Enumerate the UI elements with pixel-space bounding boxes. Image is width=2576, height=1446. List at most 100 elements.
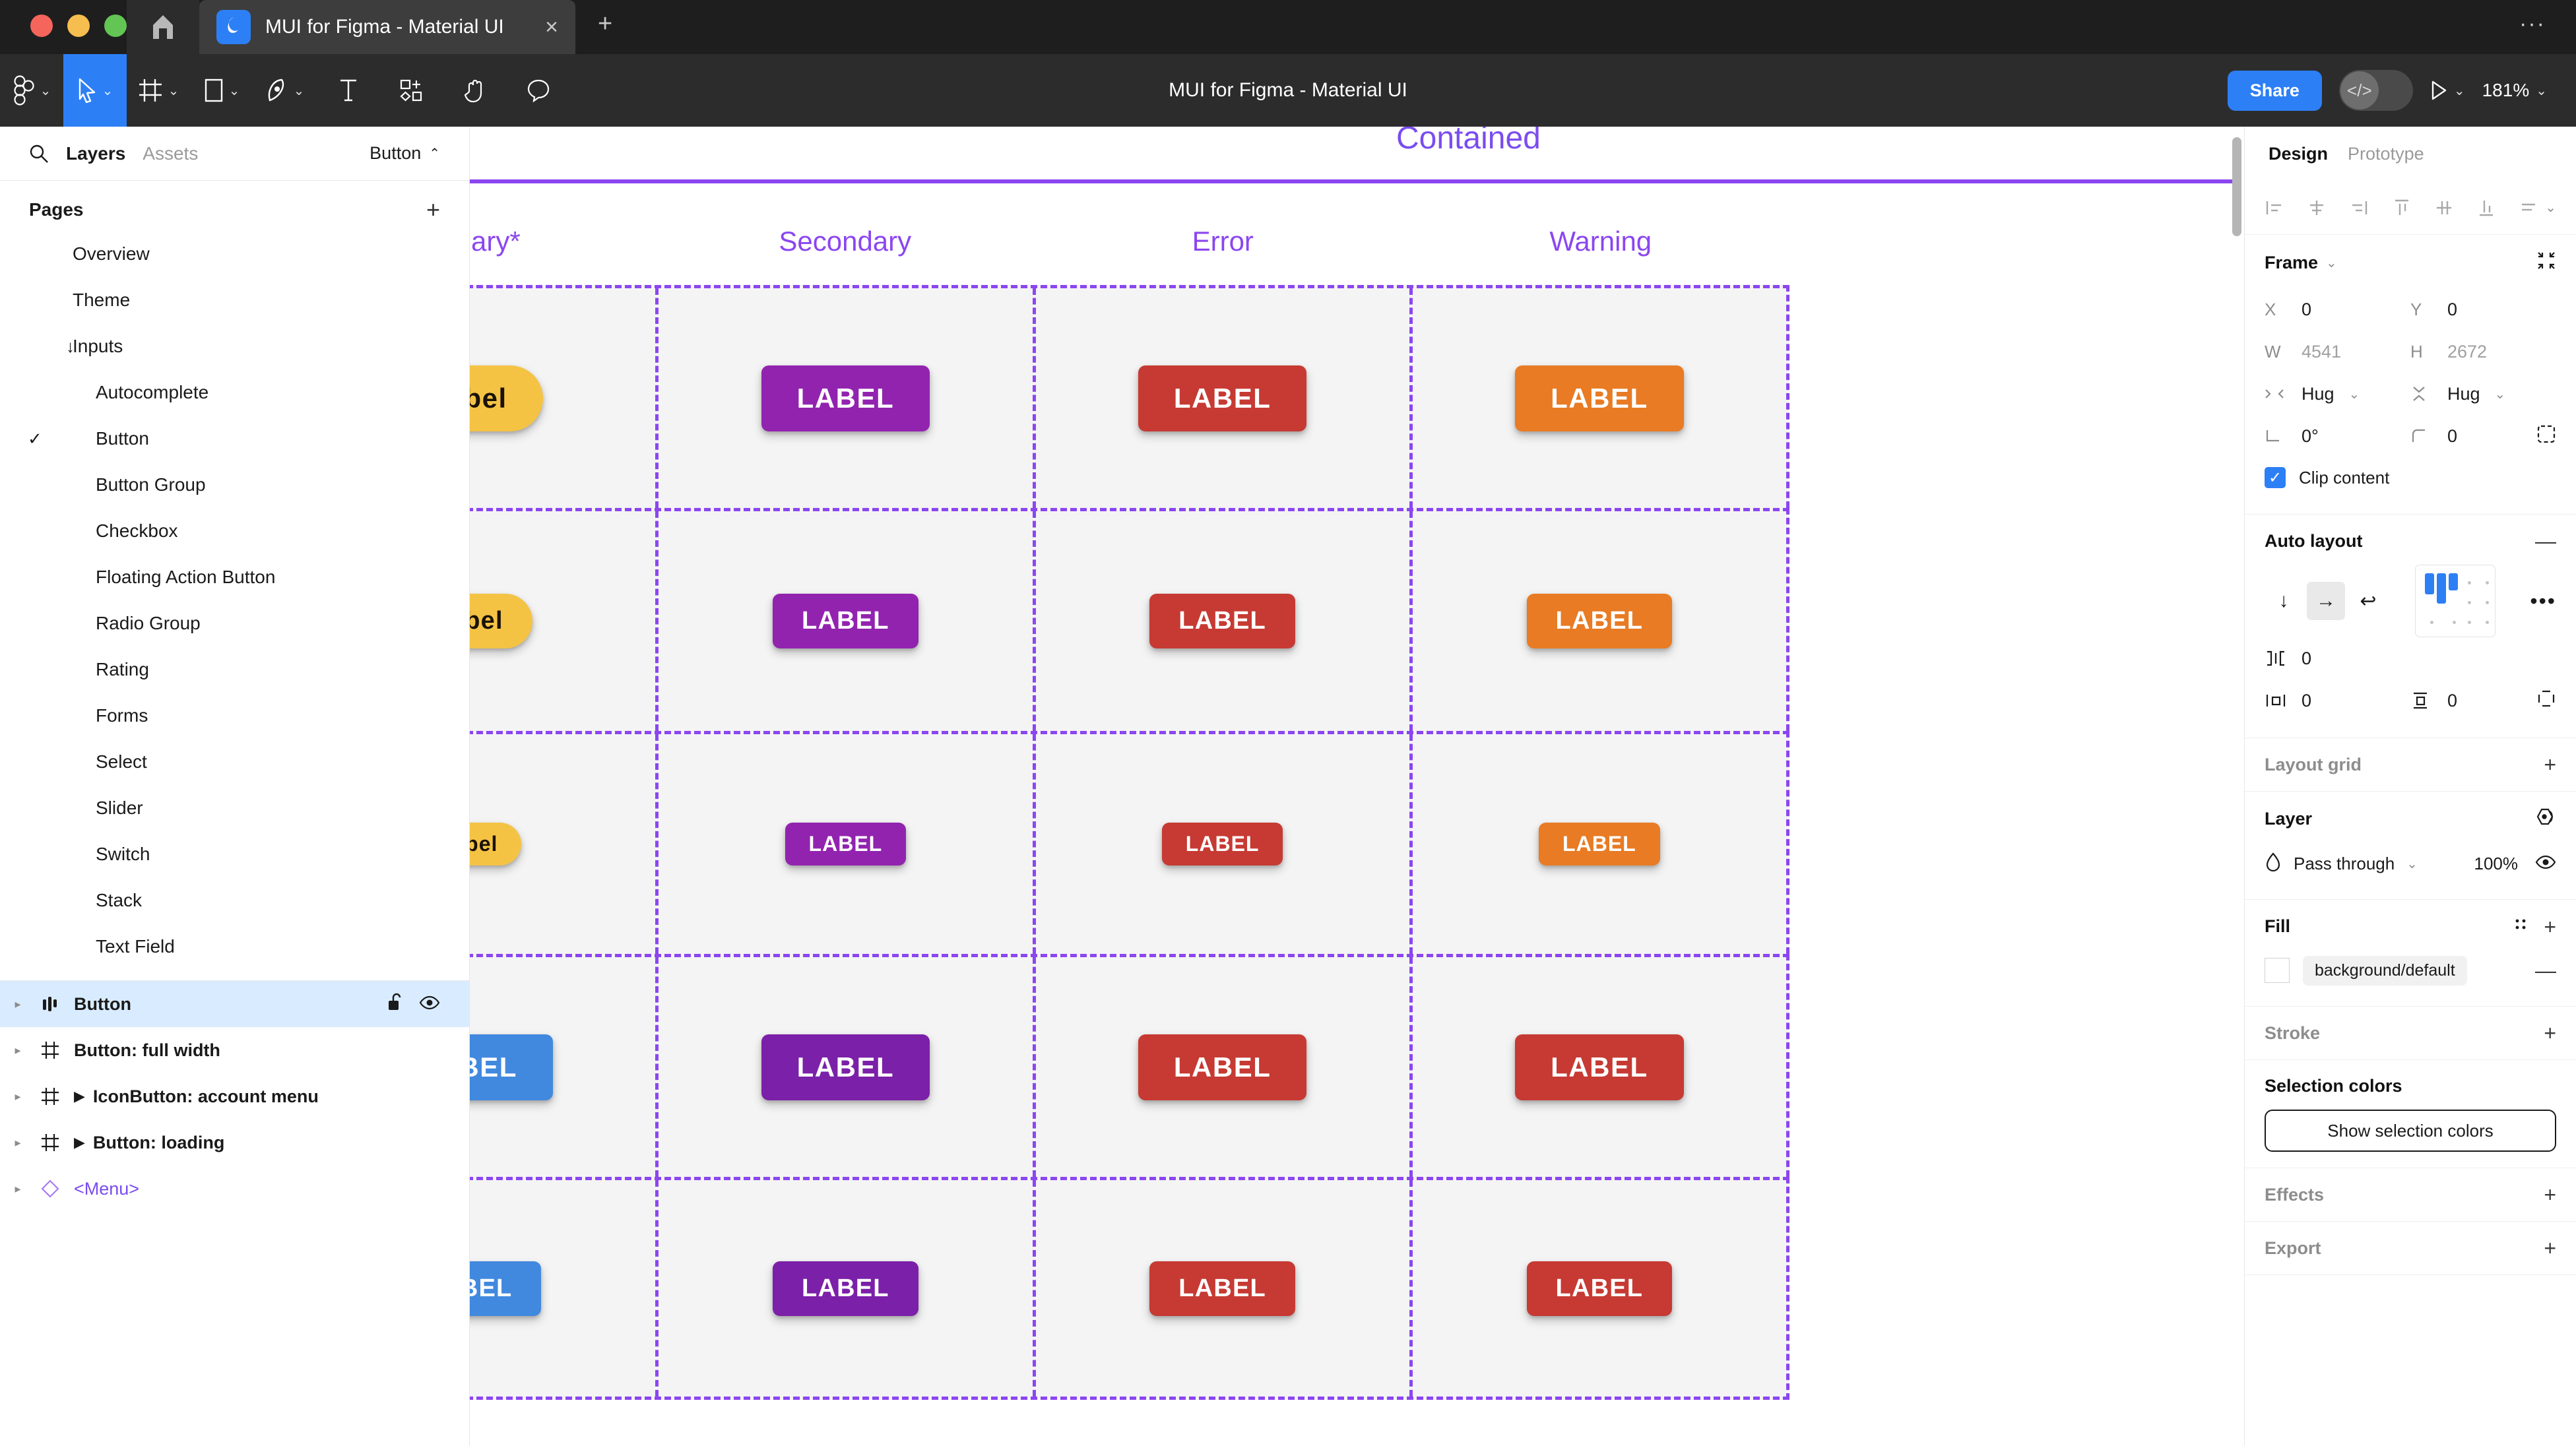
auto-layout-more-icon[interactable]: ••• (2530, 588, 2556, 613)
material-button[interactable]: LABEL (773, 1261, 918, 1316)
direction-wrap-button[interactable]: ↩ (2360, 590, 2377, 612)
comment-tool-icon[interactable] (507, 54, 570, 127)
width-field[interactable]: W 4541 (2265, 330, 2410, 373)
independent-corners-icon[interactable] (2536, 424, 2556, 449)
direction-horizontal-button[interactable]: → (2307, 582, 2345, 620)
material-button[interactable]: LABEL (470, 1261, 542, 1316)
padding-vertical-field[interactable]: 0 (2410, 679, 2556, 722)
layer-row[interactable]: ▸<Menu> (0, 1166, 469, 1212)
page-item-rating[interactable]: Rating (0, 646, 469, 693)
close-icon[interactable]: × (545, 15, 558, 40)
material-button[interactable]: LABEL (1138, 1034, 1307, 1100)
tab-layers[interactable]: Layers (66, 142, 126, 164)
gap-field[interactable]: 0 (2265, 637, 2410, 679)
resources-tool-icon[interactable] (380, 54, 443, 127)
page-item-button-group[interactable]: Button Group (0, 462, 469, 508)
height-field[interactable]: H 2672 (2410, 330, 2556, 373)
pen-tool-icon[interactable]: ⌄ (253, 54, 317, 127)
add-stroke-icon[interactable]: + (2544, 1021, 2556, 1045)
material-button[interactable]: LABEL (773, 594, 918, 648)
layer-row[interactable]: ▸Button: full width (0, 1027, 469, 1073)
tab-design[interactable]: Design (2269, 143, 2329, 164)
material-button[interactable]: LABEL (1515, 1034, 1684, 1100)
frame-name-label[interactable]: Contained (1396, 127, 1541, 156)
page-item-stack[interactable]: Stack (0, 877, 469, 924)
shape-tool-icon[interactable]: ⌄ (190, 54, 253, 127)
align-left-icon[interactable] (2265, 198, 2284, 218)
frame-tool-icon[interactable]: ⌄ (127, 54, 190, 127)
clip-content-checkbox[interactable]: ✓ Clip content (2265, 457, 2556, 498)
page-item-checkbox[interactable]: Checkbox (0, 508, 469, 554)
rotation-field[interactable]: 0° (2265, 415, 2410, 457)
material-button[interactable]: LABEL (1539, 823, 1660, 865)
share-button[interactable]: Share (2227, 70, 2322, 111)
remove-auto-layout-icon[interactable]: — (2535, 529, 2556, 553)
expand-caret-icon[interactable]: ▸ (15, 1135, 21, 1149)
layer-settings-icon[interactable] (2535, 807, 2556, 831)
opacity-value[interactable]: 100% (2474, 853, 2519, 873)
page-item-radio-group[interactable]: Radio Group (0, 600, 469, 646)
add-page-icon[interactable]: + (426, 196, 440, 223)
page-item-overview[interactable]: Overview (0, 231, 469, 277)
align-top-icon[interactable] (2392, 198, 2412, 218)
close-window-button[interactable] (30, 15, 53, 37)
direction-vertical-button[interactable]: ↓ (2278, 590, 2289, 612)
material-button[interactable]: LABEL (785, 823, 907, 865)
material-button[interactable]: LABEL (761, 1034, 930, 1100)
material-button[interactable]: Label (470, 594, 532, 648)
material-button[interactable]: Label (470, 823, 522, 865)
expand-caret-icon[interactable]: ▸ (15, 1043, 21, 1057)
material-button[interactable]: LABEL (1526, 594, 1673, 648)
blend-mode-dropdown[interactable]: Pass through ⌄ (2294, 854, 2418, 874)
material-button[interactable]: LABEL (1149, 1261, 1295, 1316)
alignment-grid-picker[interactable] (2415, 565, 2496, 637)
align-bottom-icon[interactable] (2476, 198, 2496, 218)
page-item-theme[interactable]: Theme (0, 277, 469, 323)
expand-caret-icon[interactable]: ▸ (15, 1089, 21, 1103)
layer-expand-triangle-icon[interactable]: ▶ (74, 1134, 85, 1150)
horizontal-resizing-dropdown[interactable]: Hug ⌄ (2265, 373, 2410, 415)
vertical-resizing-dropdown[interactable]: Hug ⌄ (2410, 373, 2556, 415)
new-tab-icon[interactable]: + (598, 10, 613, 38)
layer-expand-triangle-icon[interactable]: ▶ (74, 1088, 85, 1104)
home-button[interactable] (127, 0, 199, 54)
distribute-menu-icon[interactable]: ⌄ (2519, 198, 2556, 218)
zoom-level-dropdown[interactable]: 181% ⌄ (2482, 80, 2547, 101)
add-layout-grid-icon[interactable]: + (2544, 753, 2556, 776)
present-button[interactable]: ⌄ (2430, 80, 2465, 100)
material-button[interactable]: LABEL (1526, 1261, 1673, 1316)
figma-menu-icon[interactable]: ⌄ (0, 54, 63, 127)
dev-mode-toggle[interactable]: </> (2338, 70, 2413, 111)
page-item-autocomplete[interactable]: Autocomplete (0, 369, 469, 416)
x-field[interactable]: X 0 (2265, 288, 2410, 330)
expand-caret-icon[interactable]: ▸ (15, 1181, 21, 1195)
search-icon[interactable] (29, 144, 49, 164)
layer-row[interactable]: ▸Button (0, 981, 469, 1027)
move-tool-icon[interactable]: ⌄ (63, 54, 127, 127)
text-tool-icon[interactable] (317, 54, 380, 127)
material-button[interactable]: LABEL (1138, 365, 1307, 431)
layer-row[interactable]: ▸▶IconButton: account menu (0, 1073, 469, 1119)
tab-assets[interactable]: Assets (143, 142, 199, 164)
add-effect-icon[interactable]: + (2544, 1183, 2556, 1207)
canvas-scrollbar[interactable] (2232, 137, 2241, 236)
component-selector[interactable]: Button ⌃ (370, 143, 440, 164)
fill-styles-icon[interactable] (2512, 916, 2529, 937)
padding-horizontal-field[interactable]: 0 (2265, 679, 2410, 722)
fill-color-swatch[interactable] (2265, 958, 2290, 983)
expand-caret-icon[interactable]: ▸ (15, 997, 21, 1011)
material-button[interactable]: LABEL (1161, 823, 1283, 865)
fill-style-token[interactable]: background/default (2303, 955, 2467, 986)
show-selection-colors-button[interactable]: Show selection colors (2265, 1110, 2556, 1152)
eye-icon[interactable] (419, 994, 440, 1015)
align-right-icon[interactable] (2349, 198, 2369, 218)
material-button[interactable]: LABEL (761, 365, 930, 431)
page-item-inputs[interactable]: ↓Inputs (0, 323, 469, 369)
browser-tab[interactable]: MUI for Figma - Material UI × (199, 0, 575, 54)
page-item-forms[interactable]: Forms (0, 693, 469, 739)
minimize-window-button[interactable] (67, 15, 90, 37)
material-button[interactable]: LABEL (470, 1034, 553, 1100)
chevron-down-icon[interactable]: ⌄ (2326, 256, 2337, 270)
eye-icon[interactable] (2535, 854, 2556, 874)
browser-menu-icon[interactable]: ··· (2519, 11, 2546, 36)
